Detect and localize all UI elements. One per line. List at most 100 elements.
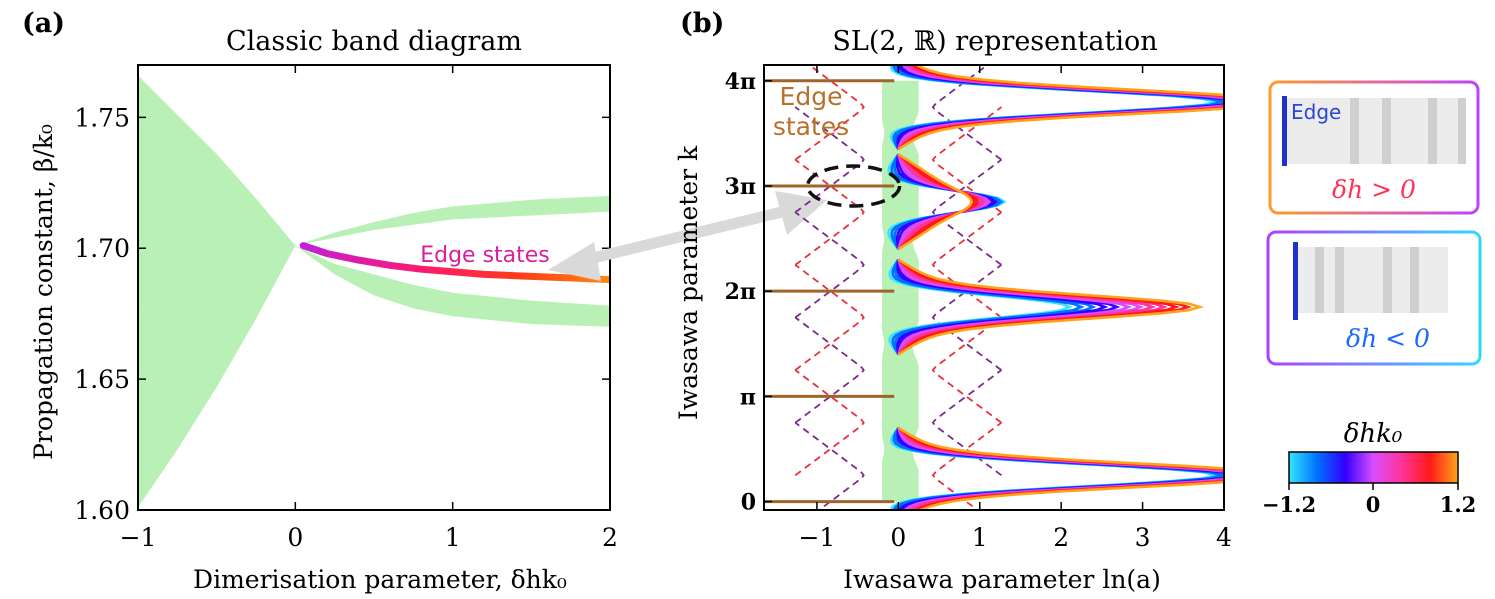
- trajectory-curve: [897, 259, 1133, 355]
- trajectory-curve: [897, 65, 1224, 150]
- trajectory-curve: [893, 153, 1001, 250]
- inset-negative-stripe: [1335, 247, 1344, 313]
- colorbar: δhk₀ −1.2 0 1.2: [1262, 419, 1476, 517]
- trajectory-curve: [897, 426, 1224, 510]
- y-tick-label: 0: [741, 490, 756, 516]
- x-tick-label: 3: [1135, 523, 1151, 552]
- panel-a-plot-area: [138, 75, 610, 508]
- trajectory-curve: [897, 153, 986, 250]
- panel-a-xlabel: Dimerisation parameter, δhk₀: [193, 565, 567, 594]
- double-arrow: [548, 191, 827, 281]
- trajectory-curve: [889, 427, 1217, 510]
- y-tick-label: 1.70: [74, 234, 130, 263]
- trajectory-curve: [897, 258, 1192, 356]
- dashed-boundary: [794, 264, 865, 371]
- edge-states-annotation-a: Edge states: [420, 243, 550, 268]
- panel-b-xlabel: Iwasawa parameter ln(a): [843, 565, 1161, 594]
- trajectory-curve: [897, 426, 1224, 510]
- inset-positive-stripe: [1428, 98, 1437, 164]
- edge-state-curve-group: [299, 242, 610, 284]
- trajectory-curve: [892, 65, 1223, 150]
- x-tick-label: 1: [972, 523, 988, 552]
- trajectory-curve: [897, 65, 1224, 151]
- edge-state-curve: [299, 242, 610, 284]
- panel-a-title: Classic band diagram: [226, 26, 522, 57]
- panel-b-ylabel: Iwasawa parameter k: [674, 145, 703, 420]
- colorbar-gradient: [1288, 451, 1459, 484]
- dashed-boundary: [794, 65, 865, 161]
- trajectory-curve: [897, 426, 1224, 510]
- colorbar-tick-label: 0: [1366, 492, 1381, 517]
- trajectory-curve: [897, 154, 992, 250]
- dashed-boundary: [931, 211, 1002, 319]
- trajectory-curve: [887, 153, 1007, 250]
- dashed-boundaries: [794, 65, 1002, 510]
- inset-positive-edge-label: Edge: [1291, 100, 1341, 124]
- trajectory-curve: [897, 154, 995, 250]
- trajectory-curve: [897, 258, 1157, 356]
- trajectory-curve: [896, 259, 1109, 355]
- x-tick-label: 2: [1053, 523, 1069, 552]
- trajectory-curve: [888, 258, 1073, 356]
- trajectory-curve: [897, 427, 1224, 510]
- inset-negative-stripe: [1383, 247, 1392, 313]
- inset-negative: δh < 0: [1266, 230, 1482, 366]
- edge-label-line2: states: [773, 112, 849, 141]
- trajectory-curve: [897, 259, 1121, 355]
- arrow-shaft: [583, 204, 792, 266]
- edge-state-levels: [764, 79, 895, 504]
- x-tick-label: 0: [890, 523, 906, 552]
- arrow-head-left: [548, 242, 601, 281]
- trajectory-curve: [897, 153, 973, 251]
- panel-b-title: SL(2, ℝ) representation: [832, 26, 1157, 57]
- x-tick-label: 0: [287, 523, 303, 552]
- y-tick-label: 2π: [725, 279, 756, 305]
- trajectory-curve: [889, 65, 1217, 151]
- y-tick-label: 1.75: [74, 103, 130, 132]
- trajectory-curve: [897, 65, 1224, 151]
- trajectory-curve: [896, 65, 1224, 150]
- trajectory-curve: [897, 427, 1224, 510]
- trajectory-curve: [897, 258, 1205, 356]
- trajectory-curve: [897, 153, 983, 251]
- y-tick-label: 1.65: [74, 365, 130, 394]
- panel-a-ylabel: Propagation constant, β/k₀: [29, 124, 58, 460]
- trajectory-curve: [896, 154, 998, 250]
- trajectory-curve: [897, 153, 989, 250]
- colorbar-label: δhk₀: [1344, 419, 1403, 449]
- dashed-boundary: [931, 65, 1002, 161]
- trajectory-curve: [897, 427, 1224, 510]
- dashed-boundary: [931, 421, 1002, 510]
- inset-negative-condition: δh < 0: [1346, 324, 1430, 353]
- trajectory-curve: [897, 65, 1224, 150]
- dashed-boundary: [931, 158, 1002, 266]
- trajectory-curve: [897, 65, 1224, 151]
- trajectory-curve: [897, 65, 1224, 150]
- inset-positive-stripe: [1350, 98, 1359, 164]
- colorbar-tick-label: 1.2: [1440, 492, 1477, 517]
- dashed-boundary: [794, 106, 865, 214]
- trajectory-curve: [897, 258, 1145, 355]
- trajectory-curve: [897, 258, 1181, 356]
- inset-positive-stripe: [1382, 98, 1391, 164]
- trajectory-curve: [897, 153, 980, 251]
- y-tick-label: 4π: [725, 69, 756, 95]
- panel-b-plot-area: [764, 65, 1224, 510]
- trajectory-curve: [894, 427, 1224, 510]
- inset-negative-stripe: [1410, 247, 1419, 313]
- highlight-ellipse: [805, 164, 902, 208]
- y-tick-label: π: [740, 384, 756, 410]
- inset-positive-condition: δh > 0: [1332, 175, 1416, 204]
- trajectory-curves: [887, 65, 1224, 510]
- trajectory-curve: [897, 427, 1224, 510]
- x-tick-label: 1: [445, 523, 461, 552]
- inset-negative-edge-bar: [1293, 242, 1298, 320]
- x-tick-label: 2: [602, 523, 618, 552]
- trajectory-curve: [894, 259, 1097, 355]
- band-regions: [138, 75, 610, 508]
- x-tick-label: 4: [1216, 523, 1232, 552]
